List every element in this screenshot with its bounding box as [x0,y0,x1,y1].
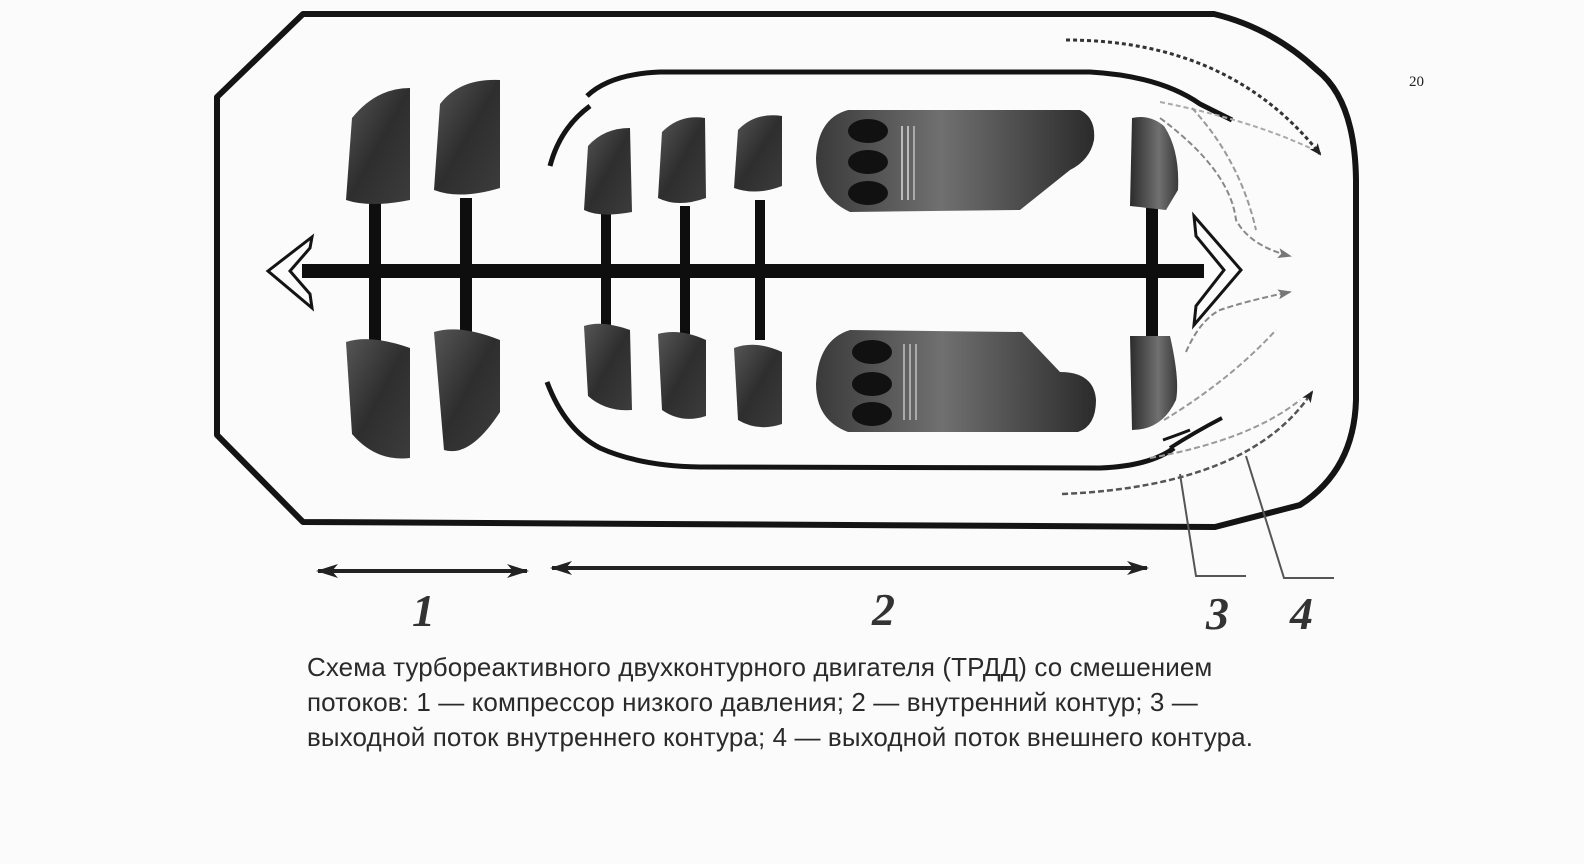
label-section-2: 2 [871,584,895,635]
combustion-chamber-upper [816,110,1095,212]
leader-line-4 [1245,455,1334,579]
leader-lines [1179,455,1334,579]
core-flow-upper-2 [1191,107,1257,231]
fuel-injector [848,150,888,174]
fan-blade-2-lower [434,329,500,452]
core-flow-upper [1159,117,1292,258]
hpc-blade-1-lower [584,323,632,411]
hpc-blade-3-lower [734,344,782,428]
hpc-blade-2-upper [658,117,706,203]
flow-lines [1061,38,1322,496]
bypass-flow-upper-light [1159,101,1311,149]
mixer-lip-lower [1168,416,1223,450]
fan-blade-1-lower [346,339,410,459]
fuel-injector [852,372,892,396]
core-casing-lower [544,381,1176,471]
bypass-flow-lower-2 [1149,399,1301,459]
label-section-1: 1 [412,585,435,636]
mixer-inner-lower [1162,428,1191,442]
turbine-blade-upper [1130,117,1179,210]
bypass-flow-upper [1065,38,1322,156]
page-number: 20 [1409,74,1424,90]
label-section-3: 3 [1205,588,1229,639]
core-flow-lower [1185,289,1292,353]
label-section-4: 4 [1289,588,1313,639]
combustion-chamber-lower [816,330,1096,432]
fan-blade-1-upper [346,88,410,204]
turbine [1130,117,1179,430]
hpc-blade-3-upper [734,115,782,192]
hpc-blade-1-upper [584,128,632,215]
fuel-injector [848,181,888,205]
core-flow-lower-2 [1163,329,1277,421]
core-casing-upper-front [547,103,592,167]
fan-blade-2-upper [434,79,500,195]
main-shaft [302,264,1204,278]
bypass-flow-lower [1061,390,1314,496]
figure-caption: Схема турбореактивного двухконтурного дв… [307,652,1254,752]
exhaust-cone [1192,211,1243,330]
outer-nacelle-outline [214,11,1359,530]
low-pressure-compressor [346,79,500,459]
inlet-spinner [265,233,315,312]
fuel-injector [848,119,888,143]
leader-line-3 [1179,473,1246,577]
fuel-injector [852,402,892,426]
high-pressure-compressor [584,115,782,428]
hpc-blade-2-lower [658,332,706,419]
turbine-blade-lower [1130,336,1178,430]
core-casing-upper [585,69,1234,123]
fuel-injector [852,340,892,364]
